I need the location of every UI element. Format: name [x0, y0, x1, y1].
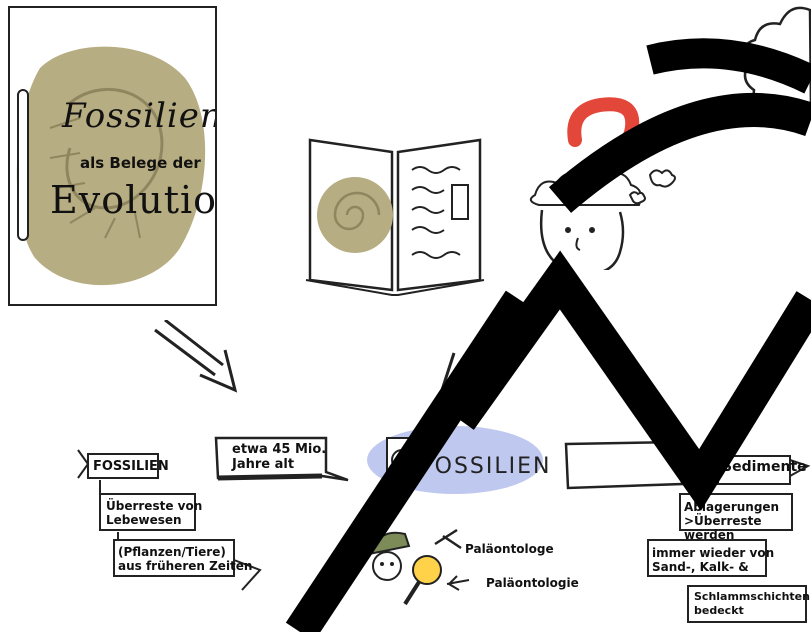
watermark-overlay	[0, 0, 811, 632]
